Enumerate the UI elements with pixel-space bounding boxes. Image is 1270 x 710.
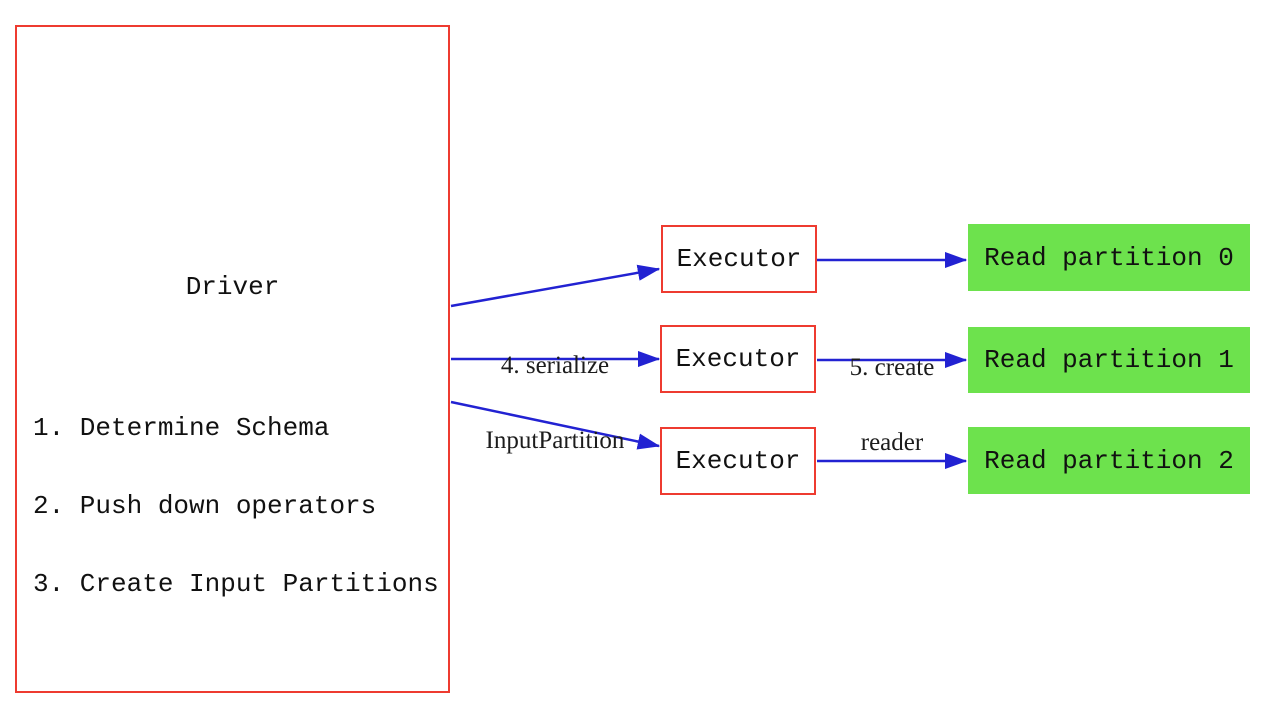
read-partition-0-label: Read partition 0 [984, 242, 1234, 273]
driver-box: Driver 1. Determine Schema 2. Push down … [15, 25, 450, 693]
driver-title: Driver [185, 272, 280, 302]
executor-box-1: Executor [661, 225, 817, 293]
read-partition-1-label: Read partition 1 [984, 345, 1234, 375]
executor-3-label: Executor [675, 446, 801, 476]
create-reader-edge-label: 5. create reader [797, 305, 987, 505]
serialize-label-line-1: 4. serialize [500, 352, 610, 379]
executor-box-3: Executor [660, 427, 816, 495]
create-reader-label-line-1: 5. create [849, 354, 935, 381]
executor-1-label: Executor [676, 244, 802, 274]
serialize-inputpartition-edge-label: 4. serialize InputPartition [455, 303, 655, 503]
read-partition-0-box: Read partition 0 [968, 224, 1250, 291]
executor-box-2: Executor [660, 325, 816, 393]
read-partition-2-label: Read partition 2 [984, 445, 1234, 476]
driver-step-2: 2. Push down operators [33, 491, 377, 521]
executor-2-label: Executor [675, 344, 801, 374]
driver-to-executor-1-arrow [450, 264, 661, 308]
driver-steps-list: 1. Determine Schema 2. Push down operato… [33, 363, 439, 649]
driver-to-executor-3-arrow [450, 400, 661, 450]
driver-step-3: 3. Create Input Partitions [33, 569, 439, 599]
create-reader-label-line-2: reader [860, 429, 924, 456]
driver-step-1: 1. Determine Schema [33, 413, 330, 443]
read-partition-2-box: Read partition 2 [968, 427, 1250, 494]
read-partition-1-box: Read partition 1 [968, 327, 1250, 393]
serialize-label-line-2: InputPartition [485, 427, 625, 454]
